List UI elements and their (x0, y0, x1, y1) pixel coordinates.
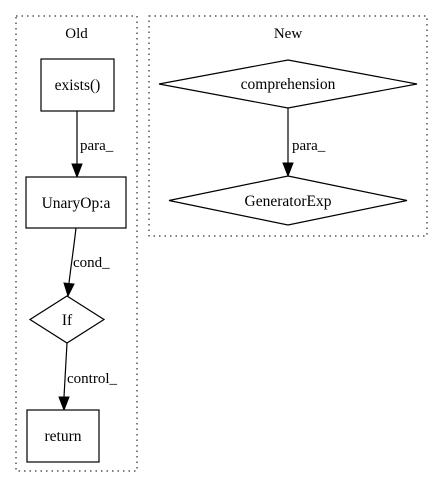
node-comprehension: comprehension (158, 59, 418, 109)
node-exists-label: exists() (55, 77, 101, 94)
node-unaryop-box (25, 176, 127, 229)
node-generatorexp-diamond (168, 175, 408, 226)
node-return-label: return (44, 428, 81, 445)
cluster-new-border (148, 15, 428, 237)
edge-unaryop-to-if-line (68, 227, 77, 284)
edge-if-to-return-line (63, 342, 68, 398)
node-comprehension-diamond (158, 59, 418, 109)
edge-exists-to-unaryop-label: para_ (80, 138, 114, 154)
node-comprehension-label: comprehension (241, 76, 336, 93)
edge-exists-to-unaryop-arrow (71, 163, 83, 179)
node-exists: exists() (40, 58, 115, 112)
edge-if-to-return: control_ (58, 342, 117, 412)
cluster-old-border (15, 15, 138, 472)
cluster-new-label: New (274, 26, 302, 42)
node-if-diamond (28, 295, 106, 344)
cluster-new: New (148, 15, 428, 237)
edge-comprehension-to-generatorexp-arrow (282, 162, 294, 178)
edge-comprehension-to-generatorexp: para_ (282, 108, 326, 178)
cluster-old: Old (15, 15, 138, 472)
node-if: If (28, 295, 106, 344)
edge-exists-to-unaryop: para_ (71, 111, 114, 179)
node-return-box (26, 409, 100, 463)
node-generatorexp-label: GeneratorExp (245, 193, 332, 210)
node-unaryop: UnaryOp:a (25, 176, 127, 229)
edge-if-to-return-arrow (58, 396, 70, 412)
node-unaryop-label: UnaryOp:a (42, 195, 111, 212)
node-if-label: If (62, 312, 73, 329)
node-generatorexp: GeneratorExp (168, 175, 408, 226)
edge-comprehension-to-generatorexp-label: para_ (292, 138, 326, 154)
edge-unaryop-to-if-label: cond_ (73, 255, 110, 271)
edge-unaryop-to-if: cond_ (63, 227, 110, 298)
cluster-old-label: Old (65, 26, 88, 42)
node-exists-box (40, 58, 115, 112)
node-return: return (26, 409, 100, 463)
edge-if-to-return-label: control_ (67, 371, 117, 387)
edge-unaryop-to-if-arrow (63, 282, 75, 298)
